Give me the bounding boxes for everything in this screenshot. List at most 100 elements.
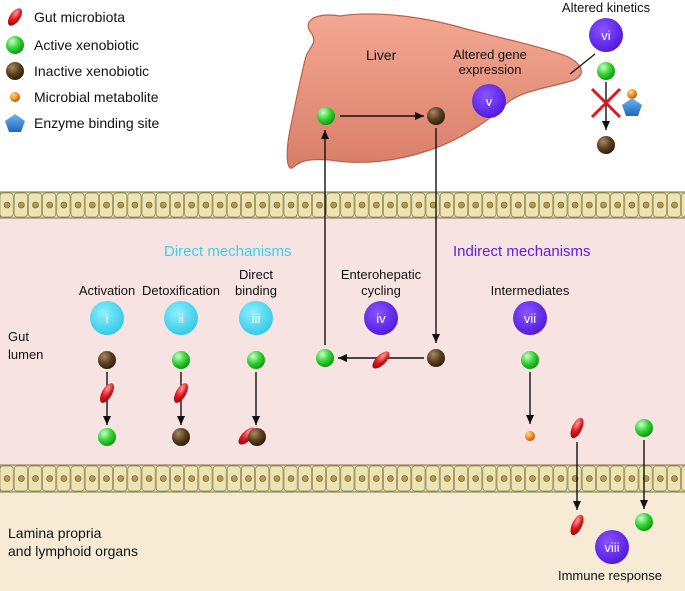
indirect-mechanisms-heading: Indirect mechanisms [453, 243, 591, 260]
lamina-propria-region [0, 492, 685, 591]
cell-nucleus [259, 475, 267, 482]
cell-nucleus [202, 475, 210, 482]
legend-label-active-xenobiotic: Active xenobiotic [34, 37, 139, 53]
cell-nucleus [557, 475, 565, 482]
mechanism-iii-numeral: iii [252, 311, 261, 326]
liver-inactive-xenobiotic [427, 107, 445, 125]
cell-nucleus [145, 475, 153, 482]
cell-nucleus [543, 201, 551, 209]
lamina-propria-label-line1: Lamina propria [8, 525, 102, 541]
cell-nucleus [472, 475, 480, 482]
enterohepatic-active-xenobiotic [316, 349, 334, 367]
mechanism-iv-numeral: iv [376, 311, 386, 326]
cell-nucleus [614, 475, 622, 482]
direct-mechanisms-heading: Direct mechanisms [164, 243, 292, 260]
altered-gene-expression-label-line2: expression [459, 62, 522, 77]
cell-nucleus [3, 201, 11, 209]
cell-nucleus [46, 475, 54, 482]
cell-nucleus [117, 201, 124, 209]
cell-nucleus [46, 201, 54, 209]
cell-nucleus [358, 201, 366, 209]
mechanism-iv-badge [364, 301, 398, 335]
kinetics-inactive-xenobiotic [597, 136, 615, 154]
cell-nucleus [415, 475, 423, 482]
cell-nucleus [415, 201, 423, 209]
cell-nucleus [273, 201, 281, 209]
intermediates-active-xenobiotic [521, 351, 539, 369]
cell-nucleus [642, 201, 650, 209]
enterohepatic-microbe [372, 351, 390, 369]
cell-nucleus [174, 475, 181, 482]
cell-nucleus [245, 201, 252, 209]
gut-lumen-region [0, 218, 685, 465]
cell-nucleus [387, 201, 394, 209]
altered-kinetics-label: Altered kinetics [562, 0, 651, 15]
cell-nucleus [216, 475, 224, 482]
legend-label-gut-microbiota: Gut microbiota [34, 9, 125, 25]
cell-nucleus [117, 475, 124, 482]
cell-nucleus [429, 475, 437, 482]
cell-nucleus [32, 201, 39, 209]
cell-nucleus [514, 201, 522, 209]
mechanism-viii-numeral: viii [604, 540, 619, 555]
cell-nucleus [301, 475, 309, 482]
cell-nucleus [486, 201, 494, 209]
blocked-cross-icon [590, 87, 622, 119]
immune-microbe-lumen [570, 417, 584, 439]
intermediates-metabolite [525, 431, 535, 441]
lamina-propria-label-line2: and lymphoid organs [8, 543, 138, 559]
cell-nucleus [273, 475, 281, 482]
cell-nucleus [429, 201, 437, 209]
cell-nucleus [145, 201, 153, 209]
cell-nucleus [103, 201, 110, 209]
cell-nucleus [443, 475, 451, 482]
microbial-metabolite-icon [10, 92, 20, 102]
cell-nucleus [600, 475, 607, 482]
cell-nucleus [330, 201, 338, 209]
cell-nucleus [60, 475, 68, 482]
epithelium-bottom [0, 464, 685, 493]
epithelial-cell [681, 465, 685, 492]
cell-nucleus [614, 201, 622, 209]
active-xenobiotic-icon [6, 36, 24, 54]
cell-nucleus [131, 201, 139, 209]
cell-nucleus [628, 201, 636, 209]
inactive-xenobiotic-icon [6, 62, 24, 80]
cell-nucleus [17, 201, 25, 209]
cell-nucleus [671, 475, 678, 482]
cell-nucleus [316, 201, 323, 209]
cell-nucleus [74, 475, 82, 482]
cell-nucleus [514, 475, 522, 482]
liver-pointer-line [569, 53, 596, 75]
cell-nucleus [231, 201, 238, 209]
cell-nucleus [656, 201, 664, 209]
liver-label: Liver [366, 47, 397, 63]
mechanism-i-badge [90, 301, 124, 335]
mechanism-vi-numeral: vi [601, 28, 611, 43]
cell-nucleus [216, 201, 224, 209]
detoxification-label: Detoxification [142, 283, 220, 298]
activation-microbe [100, 383, 115, 403]
cell-nucleus [330, 475, 338, 482]
cell-nucleus [458, 201, 465, 209]
kinetics-enzyme-binding-site [622, 98, 642, 116]
cell-nucleus [188, 475, 195, 482]
kinetics-active-xenobiotic [597, 62, 615, 80]
cell-nucleus [585, 201, 593, 209]
liver-active-xenobiotic [317, 107, 335, 125]
cell-nucleus [656, 475, 664, 482]
cell-nucleus [231, 475, 238, 482]
direct-binding-label-line2: binding [235, 283, 277, 298]
legend-label-microbial-metabolite: Microbial metabolite [34, 89, 159, 105]
cell-nucleus [344, 201, 352, 209]
cell-nucleus [401, 201, 409, 209]
enterohepatic-label-line1: Enterohepatic [341, 267, 422, 282]
immune-response-label: Immune response [558, 568, 662, 583]
mechanism-vii-badge [513, 301, 547, 335]
cell-nucleus [557, 201, 565, 209]
cell-nucleus [316, 475, 323, 482]
cell-nucleus [401, 475, 409, 482]
microbe-icon [7, 8, 23, 26]
cell-nucleus [188, 201, 195, 209]
